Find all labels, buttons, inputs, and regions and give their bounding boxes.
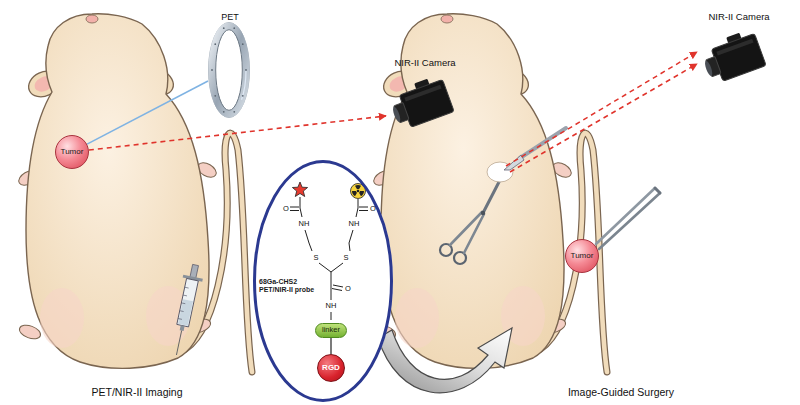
hemostat-handle: [464, 214, 484, 253]
rgd-peptide: RGD: [317, 354, 345, 382]
pet-scanner-shape: [209, 23, 250, 118]
syringe-scale: [178, 287, 189, 319]
tweezers-joint: [655, 188, 660, 193]
chemical-bond: [332, 285, 343, 291]
pet-scanner: PET: [208, 6, 252, 116]
scanner-detector: [223, 27, 225, 29]
panel-caption: PET/NIR-II Imaging: [91, 387, 182, 398]
emission-ray: [506, 52, 697, 166]
chemical-bond: [319, 263, 343, 272]
nir-camera: NIR-II Camera: [386, 52, 464, 138]
camera-label: NIR-II Camera: [394, 57, 455, 68]
camera-stripe: [716, 39, 753, 56]
scanner-detector: [242, 43, 244, 45]
nir-camera: NIR-II Camera: [698, 6, 780, 92]
tweezers-arm: [596, 188, 655, 244]
syringe-liquid: [178, 299, 193, 326]
linker-label: linker: [322, 326, 340, 334]
flow-arrow: [378, 328, 512, 393]
scalpel-blade: [504, 155, 524, 170]
atom-label: S: [313, 254, 318, 262]
chemical-bond: [356, 208, 358, 217]
hemostat-pivot: [481, 211, 485, 215]
scanner-ring: [209, 23, 250, 118]
atom-label: S: [343, 254, 348, 262]
connector: [87, 81, 208, 144]
chemical-bond: [300, 197, 301, 208]
chemical-bond: [359, 207, 368, 211]
radioactive-symbol: [352, 185, 364, 196]
atom-label: NH: [349, 220, 360, 228]
syringe-needle: [176, 331, 181, 355]
syringe-tip: [180, 325, 185, 331]
chemical-bond: [290, 207, 299, 211]
chemical-bond: [358, 199, 359, 208]
callout-ground: [253, 160, 393, 402]
tumor: Tumor: [55, 135, 89, 169]
mouse: [371, 14, 607, 372]
camera-label: NIR-II Camera: [708, 11, 769, 22]
tumor-label: Tumor: [61, 148, 84, 157]
nir-camera-shape: [698, 28, 766, 85]
fluorophore-star: [292, 182, 307, 197]
chemical-structure: [290, 182, 368, 320]
radioactive-symbol: [357, 190, 360, 193]
atom-label: O: [283, 205, 289, 213]
tumor: Tumor: [565, 239, 599, 273]
scanner-detector: [245, 69, 247, 71]
scanner-detector: [214, 43, 216, 45]
callout-outline: [255, 162, 392, 401]
camera-glass: [392, 106, 402, 123]
nir-camera-shape: [386, 74, 454, 131]
scanner-detector: [233, 111, 235, 113]
atom-label: NH: [299, 220, 310, 228]
scanner-detector: [242, 95, 244, 97]
chemical-bond: [331, 272, 332, 286]
chemical-bond: [331, 312, 332, 320]
camera-glass: [704, 60, 714, 77]
connector: [89, 116, 386, 150]
scanner-ring: [212, 26, 246, 114]
camera-body: [698, 28, 766, 85]
tumor-label: Tumor: [571, 252, 594, 261]
camera-body: [386, 74, 454, 131]
tweezers: [596, 188, 660, 249]
atom-label: O: [370, 205, 376, 213]
scanner-detector: [223, 111, 225, 113]
chemical-bond: [300, 208, 302, 217]
rgd-label: RGD: [322, 364, 340, 373]
emission-ray: [510, 64, 697, 172]
atom-label: NH: [326, 302, 337, 310]
mouse: [16, 14, 252, 372]
chemical-bond: [305, 230, 312, 251]
scanner-label: PET: [221, 12, 239, 23]
hemostat: [440, 180, 500, 264]
hemostat-jaw: [483, 180, 500, 213]
chemical-bond: [349, 230, 353, 251]
syringe-barrel: [177, 278, 199, 326]
linker-block: linker: [315, 323, 347, 338]
probe-name: 68Ga-CHS2 PET/NIR-II probe: [259, 278, 323, 295]
chemical-bond: [331, 286, 332, 300]
camera-stripe: [404, 85, 441, 102]
atom-label: O: [345, 285, 351, 293]
scanner-detector: [214, 95, 216, 97]
syringe: [167, 263, 206, 357]
probe-callout-shape: [255, 162, 392, 401]
scanner-ring: [216, 30, 243, 111]
chemical-bond: [290, 197, 368, 320]
panel-caption: Image-Guided Surgery: [568, 387, 674, 398]
pet-scanner-drawing: [208, 6, 252, 116]
scanner-highlight: [212, 26, 246, 114]
scalpel: [504, 128, 566, 170]
scanner-detector: [233, 27, 235, 29]
tweezers-arm: [599, 193, 660, 249]
probe-callout: 68Ga-CHS2 PET/NIR-II probe linkerRGD: [253, 160, 393, 402]
connector: [330, 338, 331, 355]
scanner-detector: [211, 69, 213, 71]
